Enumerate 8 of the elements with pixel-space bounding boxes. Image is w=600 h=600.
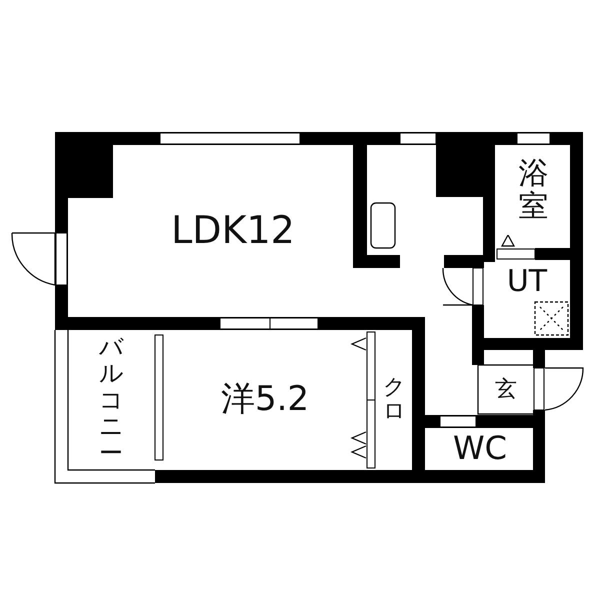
room-label: バルコニー — [99, 334, 123, 466]
room-label: 玄 — [495, 378, 517, 402]
room-label: UT — [506, 264, 548, 298]
room-label: 浴室 — [518, 157, 548, 223]
room-label: LDK12 — [171, 210, 295, 252]
room-label: 洋5.2 — [220, 381, 310, 419]
room-label: クロ — [383, 376, 405, 424]
room-label: WC — [453, 431, 507, 467]
